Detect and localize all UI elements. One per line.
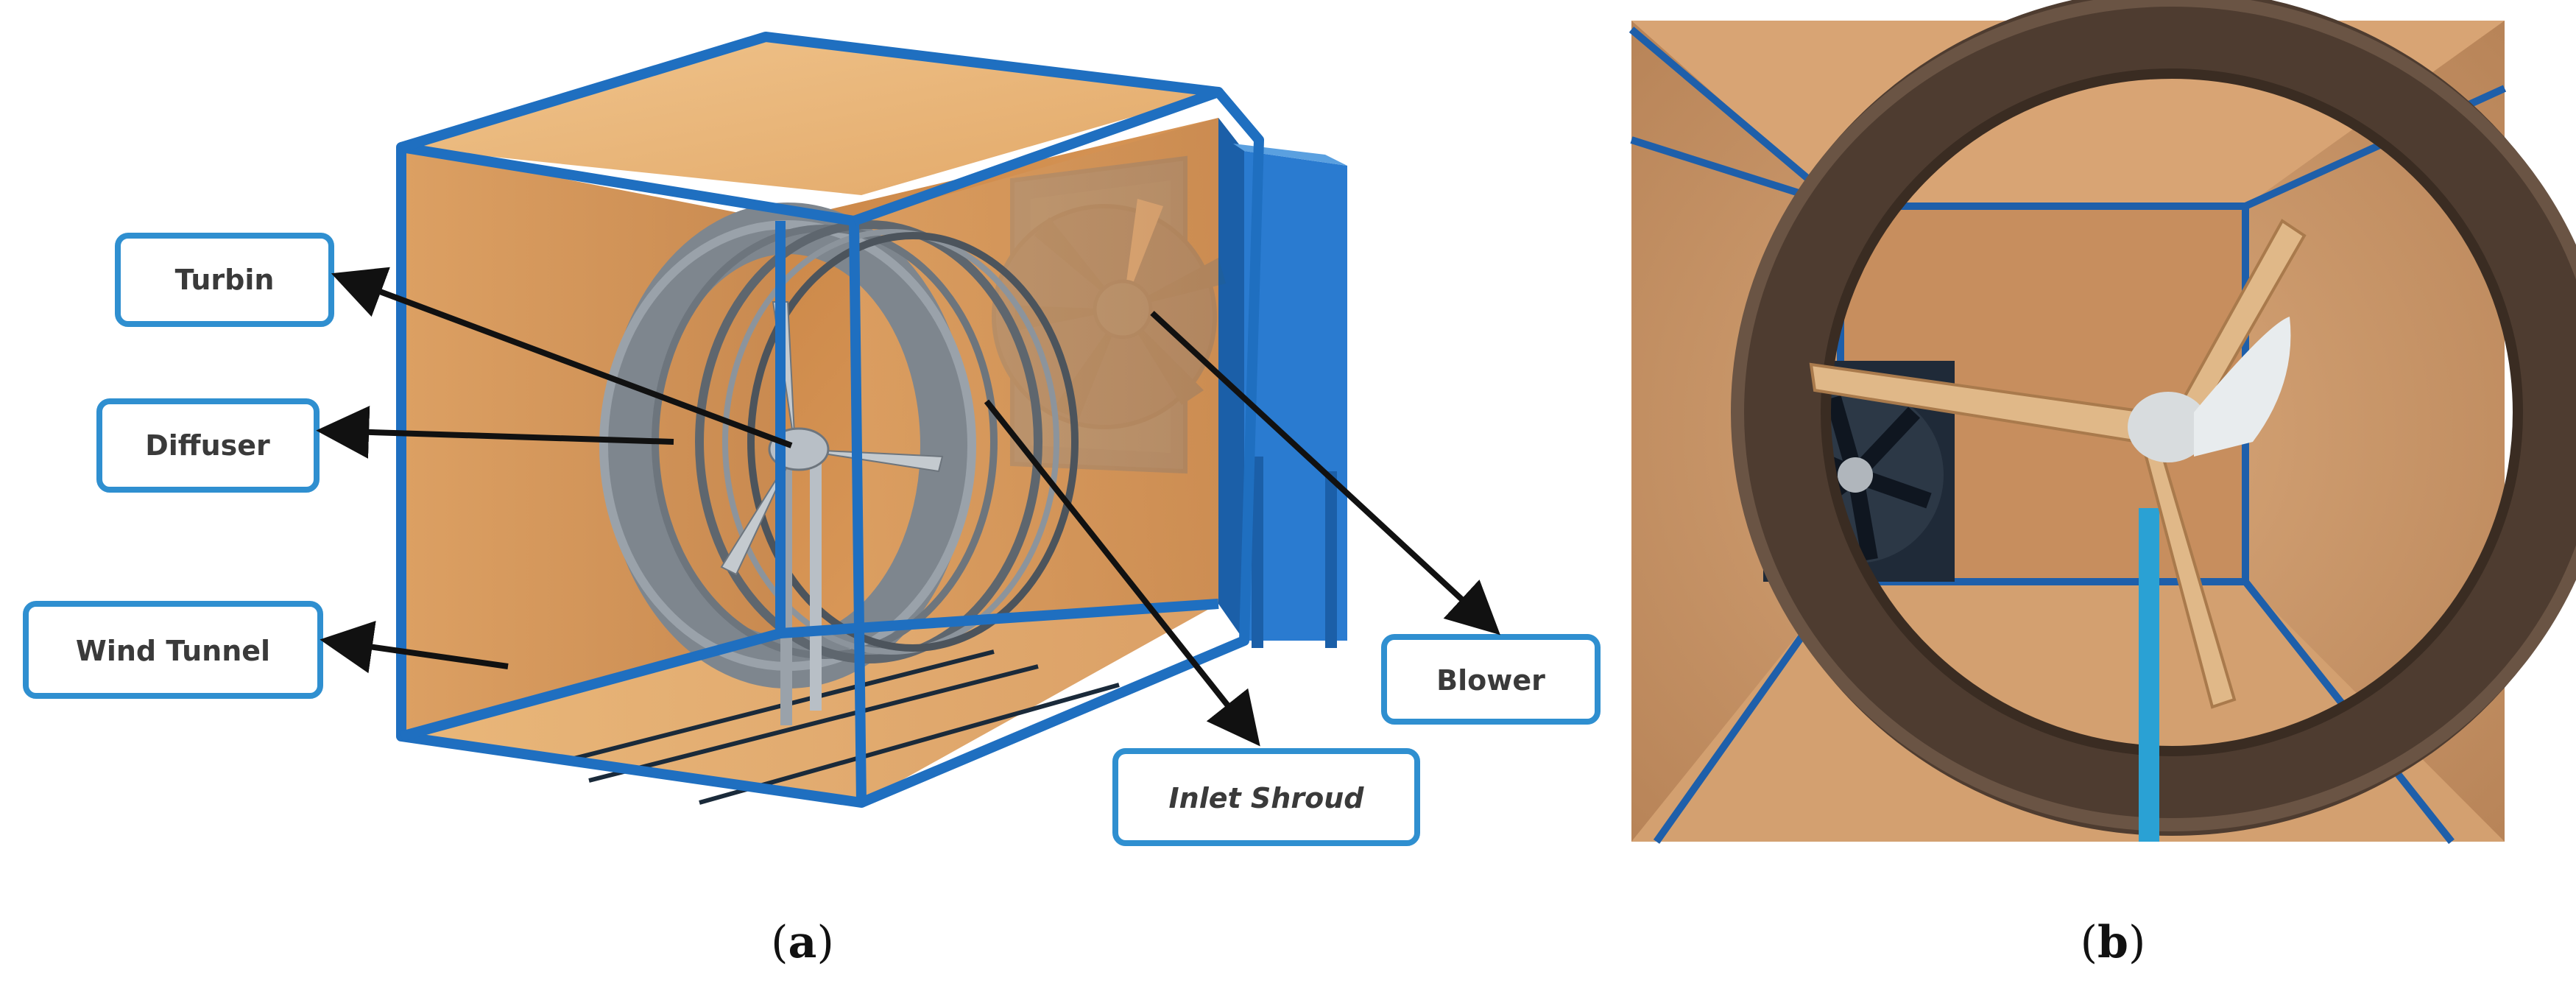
- svg-text:(b): (b): [2081, 917, 2146, 968]
- caption-b-letter: b: [2097, 917, 2128, 968]
- blower-housing: [1218, 118, 1347, 648]
- callout-turbin-label: Turbin: [175, 264, 275, 296]
- caption-a: (a): [771, 917, 834, 968]
- photo-turbine-mast: [2139, 508, 2159, 842]
- arrow-inlet-shroud: [984, 399, 1260, 747]
- callout-blower-label: Blower: [1436, 664, 1545, 697]
- arrow-wind-tunnel: [320, 621, 509, 674]
- tunnel-frame: [396, 32, 1264, 808]
- callout-diffuser: Diffuser: [96, 398, 320, 493]
- photo-shroud-ring: [1731, 0, 2576, 836]
- arrow-turbin: [331, 267, 793, 448]
- svg-text:(a): (a): [771, 917, 834, 968]
- tunnel-top: [401, 37, 1218, 195]
- photo-turbine-blades: [1809, 219, 2307, 709]
- panel-b-photo: [1628, 0, 2576, 845]
- callout-inlet-shroud-label: Inlet Shroud: [1169, 782, 1365, 814]
- leader-arrows: [316, 267, 1500, 747]
- callout-wind-tunnel: Wind Tunnel: [23, 601, 323, 699]
- arrow-blower: [1150, 311, 1500, 635]
- callout-blower: Blower: [1381, 634, 1601, 725]
- panel-a-diagram: [396, 32, 1347, 808]
- callout-turbin: Turbin: [115, 233, 334, 327]
- callout-wind-tunnel-label: Wind Tunnel: [76, 635, 270, 667]
- arrow-diffuser: [316, 405, 674, 459]
- callout-diffuser-label: Diffuser: [145, 429, 270, 462]
- callout-inlet-shroud: Inlet Shroud: [1112, 748, 1420, 846]
- caption-b: (b): [2081, 917, 2146, 968]
- floor-rails: [559, 649, 1120, 805]
- caption-a-letter: a: [788, 917, 817, 968]
